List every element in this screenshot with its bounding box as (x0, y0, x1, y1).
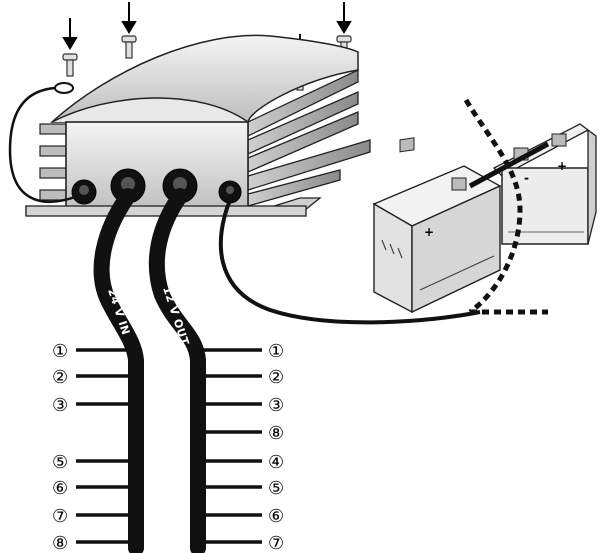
screw-icon (62, 53, 78, 77)
cable-12v-out (148, 188, 206, 553)
battery-cable-dashed (463, 98, 548, 315)
terminal-label: ⑥ (52, 478, 68, 499)
terminal-label: ⑤ (268, 478, 284, 499)
battery-sign: + (424, 225, 434, 239)
terminal-label: ⑤ (52, 452, 68, 473)
terminal-label: ② (52, 367, 68, 388)
terminal-label: ① (268, 341, 284, 362)
heatsink-fins-left (39, 123, 67, 201)
arrow-down-icon (121, 2, 137, 34)
right-terminal-wires (198, 348, 262, 544)
left-terminal-wires (76, 348, 136, 544)
terminal-label: ⑧ (52, 533, 68, 553)
battery-sign: - (524, 171, 529, 185)
terminal-label: ① (52, 341, 68, 362)
right-terminal-labels: ① ② ③ ⑧ ④ ⑤ ⑥ ⑦ (268, 341, 284, 553)
dc-dc-converter (25, 34, 371, 217)
battery-front: + (372, 137, 502, 314)
ground-lead (8, 82, 79, 203)
left-terminal-labels: ① ② ③ ⑤ ⑥ ⑦ ⑧ (52, 341, 68, 553)
arrow-down-icon (62, 18, 78, 50)
battery-sign: + (557, 159, 567, 173)
screw-icon (121, 35, 137, 59)
terminal-label: ③ (52, 395, 68, 416)
battery-back: - + (492, 123, 597, 245)
terminal-label: ② (268, 367, 284, 388)
terminal-label: ④ (268, 452, 284, 473)
cable-24v-in (93, 188, 144, 553)
arrow-down-icon (336, 2, 352, 34)
terminal-label: ⑦ (52, 506, 68, 527)
terminal-label: ⑦ (268, 533, 284, 553)
heatsink-fins (247, 68, 371, 207)
cable-battery-sense (218, 199, 481, 325)
terminal-label: ⑥ (268, 506, 284, 527)
ring-terminal-icon (54, 82, 74, 94)
terminal-label: ③ (268, 395, 284, 416)
terminal-label: ⑧ (268, 423, 284, 444)
